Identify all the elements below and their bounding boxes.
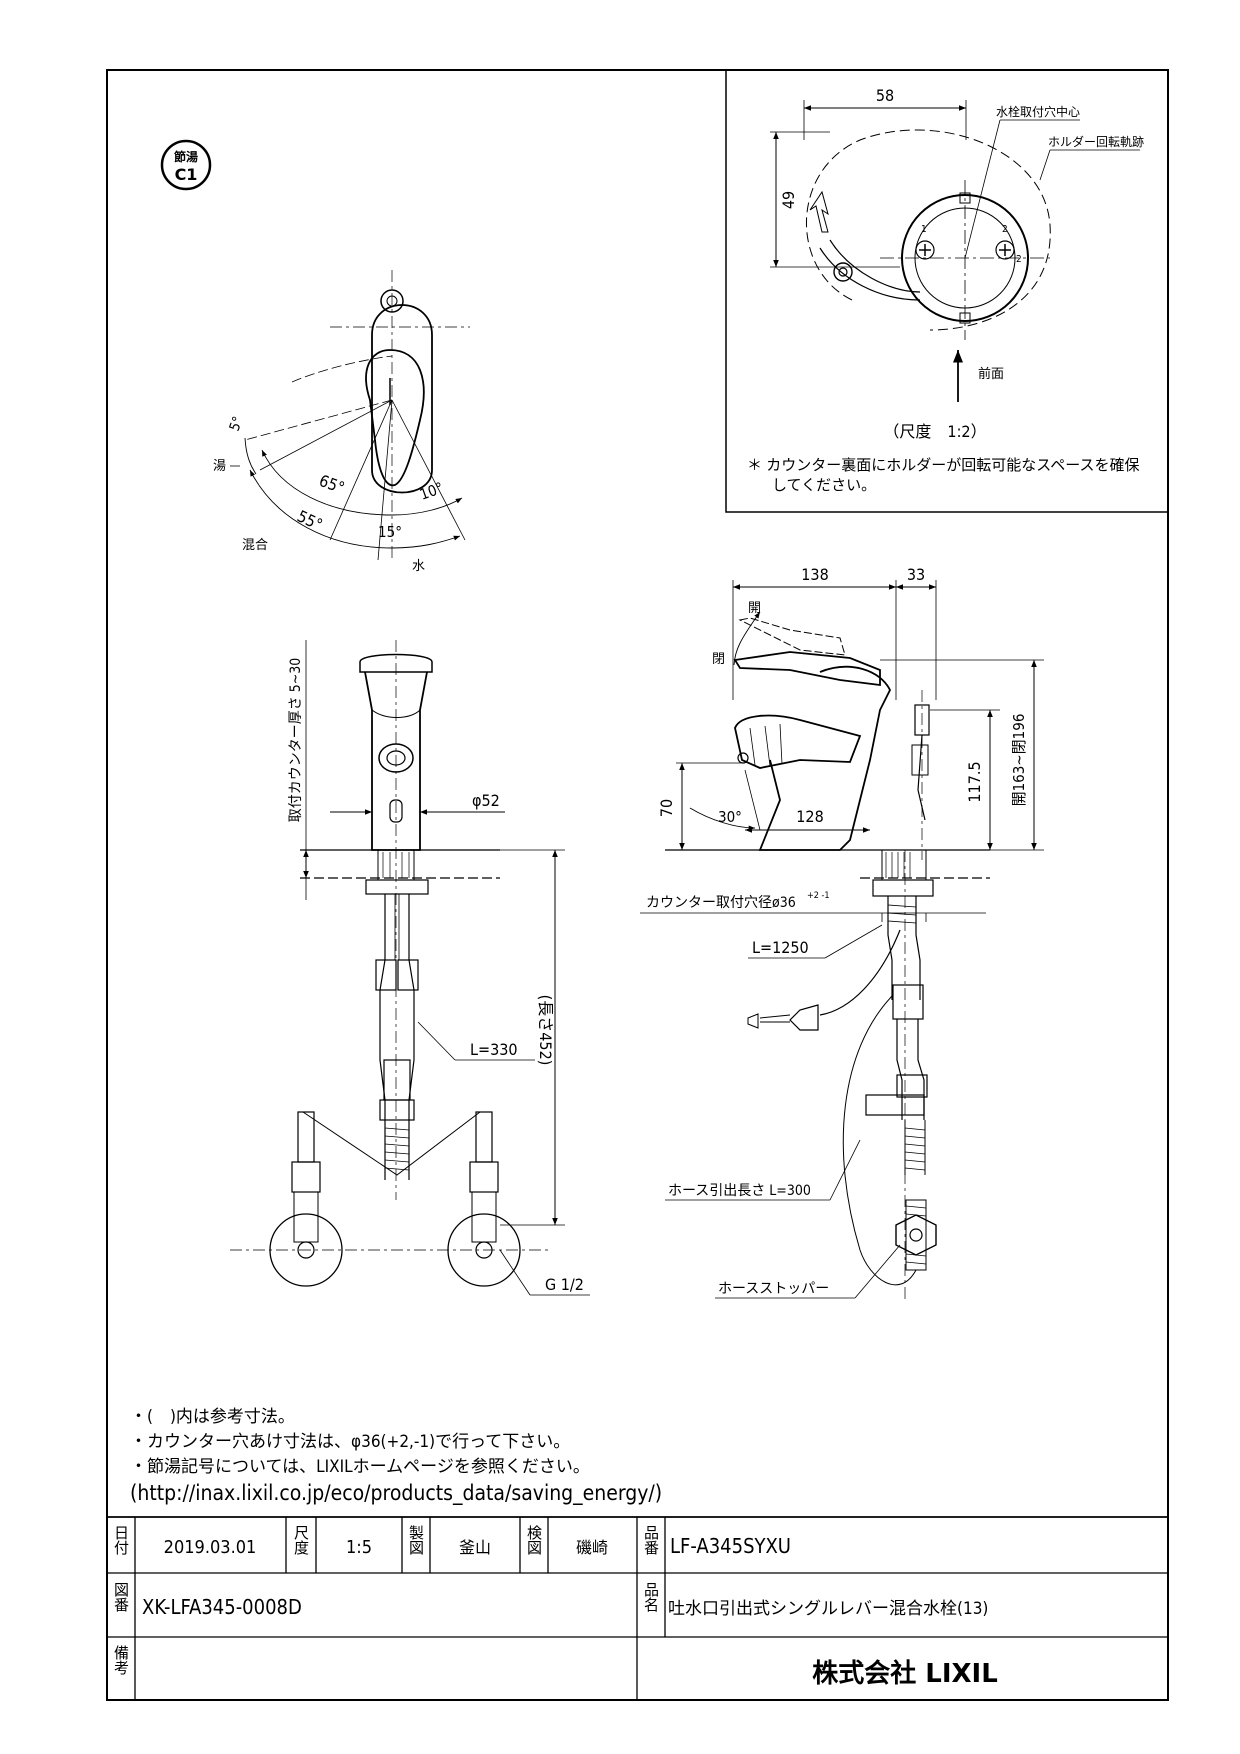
cable-length: L=1250 (752, 938, 809, 957)
value-drawing-no: XK-LFA345-0008D (142, 1595, 302, 1619)
counter-hole-tol: +2 -1 (807, 891, 830, 901)
label-mix: 混合 (242, 538, 268, 553)
angle-15: 15° (378, 523, 402, 541)
label-product-name: 品名 (642, 1582, 660, 1612)
notes: ・( )内は参考寸法。 ・カウンター穴あけ寸法は、φ36(+2,-1)で行って下… (130, 1407, 662, 1506)
svg-text:2: 2 (1016, 254, 1022, 265)
dim-128: 128 (796, 807, 823, 826)
screw-left-icon (915, 240, 935, 260)
value-made-by: 釜山 (459, 1538, 491, 1557)
label-hot: 湯 (213, 459, 226, 474)
dim-117-5: 117.5 (965, 761, 984, 802)
label-cold: 水 (412, 559, 425, 574)
faucet-body-circle (901, 194, 1029, 322)
dim-138: 138 (801, 565, 828, 584)
value-scale: 1:5 (346, 1537, 372, 1558)
note-2: ・カウンター穴あけ寸法は、φ36(+2,-1)で行って下さい。 (130, 1432, 570, 1452)
svg-text:2: 2 (1002, 224, 1008, 235)
holder-rotation-path (806, 129, 1051, 331)
water-saving-badge: 節湯 C1 (160, 139, 212, 191)
label-scale: 尺度 (292, 1525, 310, 1555)
badge-line2: C1 (175, 165, 198, 184)
top-view-panel: 58 49 1 2 2 (725, 69, 1169, 513)
dim-phi52: φ52 (472, 791, 500, 810)
screw-right-icon (995, 240, 1015, 260)
top-view-scale: （尺度 1:2） (883, 422, 986, 441)
top-view-note-1: ＊ カウンター裏面にホルダーが回転可能なスペースを確保 (747, 456, 1140, 474)
thread-size: G 1/2 (545, 1275, 584, 1294)
note-3: ・節湯記号については、LIXILホームページを参照ください。 (130, 1457, 590, 1477)
angle-30: 30° (718, 808, 742, 826)
angle-65: 65° (317, 471, 347, 498)
label-hole-center: 水栓取付穴中心 (996, 104, 1080, 119)
hose-length-330: L=330 (470, 1040, 518, 1059)
label-open: 開 (748, 601, 761, 616)
label-date: 日付 (112, 1525, 130, 1556)
dim-58: 58 (876, 86, 894, 105)
value-date: 2019.03.01 (164, 1537, 257, 1558)
side-view: 138 33 開 閉 70 30° 128 117.5 (640, 565, 1044, 1300)
top-view-note-2: してください。 (772, 476, 876, 494)
dim-33: 33 (907, 565, 925, 584)
label-part-no: 品番 (642, 1525, 660, 1555)
counter-hole-dia: カウンター取付穴径ø36 (646, 895, 796, 911)
label-close: 閉 (712, 652, 725, 667)
label-holder-path: ホルダー回転軌跡 (1048, 134, 1144, 149)
hose-stopper-label: ホースストッパー (718, 1281, 829, 1297)
company-name: 株式会社 LIXIL (812, 1658, 998, 1689)
lever-view: 5° 65° 55° 10° 15° 湯 混合 水 (213, 270, 470, 574)
value-part-no: LF-A345SYXU (670, 1534, 791, 1558)
label-made: 製図 (407, 1525, 425, 1555)
hose-pull-length: ホース引出長さ L=300 (668, 1183, 811, 1199)
dim-height-range: 開163~閉196 (1010, 714, 1028, 807)
dim-total-length: (長さ452) (536, 995, 555, 1066)
sheet-border (106, 69, 1169, 1701)
angle-55: 55° (294, 506, 325, 534)
note-1: ・( )内は参考寸法。 (130, 1407, 295, 1427)
svg-text:1: 1 (921, 224, 927, 235)
label-counter-thickness: 取付カウンター厚さ 5~30 (288, 658, 304, 823)
badge-line1: 節湯 (174, 149, 198, 164)
label-remarks: 備考 (112, 1645, 130, 1675)
angle-5: 5° (227, 414, 247, 433)
label-check: 検図 (525, 1525, 543, 1555)
value-product-name: 吐水口引出式シングルレバー混合水栓(13) (668, 1599, 988, 1619)
front-view: 取付カウンター厚さ 5~30 φ52 (長さ452) L=330 G 1/2 (230, 640, 590, 1296)
dim-70: 70 (657, 799, 676, 817)
title-block: 日付 2019.03.01 尺度 1:5 製図 釜山 検図 磯崎 品番 LF-A… (107, 1516, 1168, 1700)
dim-49: 49 (779, 191, 798, 209)
value-checked-by: 磯崎 (576, 1538, 608, 1557)
label-front: 前面 (978, 366, 1004, 382)
label-drawing-no: 図番 (112, 1582, 130, 1612)
angle-10: 10° (417, 479, 446, 504)
note-4: (http://inax.lixil.co.jp/eco/products_da… (130, 1481, 662, 1506)
